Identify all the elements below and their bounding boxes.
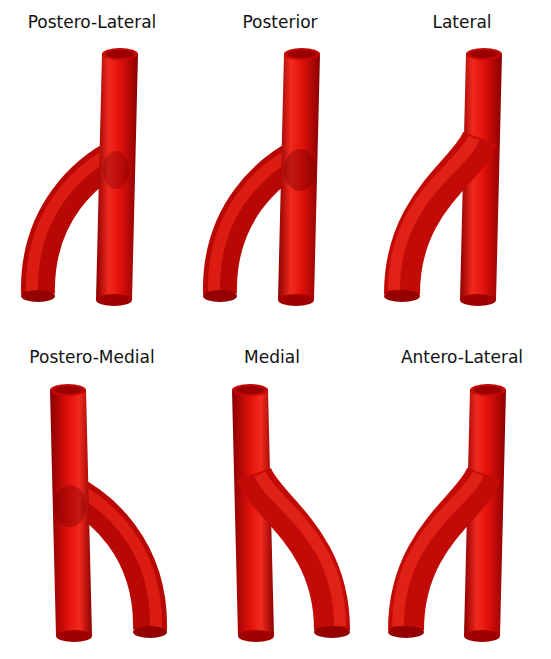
view-label: Lateral: [432, 11, 491, 33]
vessel-figure: [50, 384, 167, 642]
view-label: Postero-Lateral: [28, 11, 157, 33]
view-label: Medial: [244, 346, 300, 368]
vessel-figure: [384, 48, 502, 306]
vessel-figure: [21, 48, 138, 306]
vessel-figure: [232, 384, 350, 642]
vessel-figure: [203, 48, 320, 306]
view-label: Antero-Lateral: [401, 346, 523, 368]
vessel-figure: [388, 384, 506, 642]
view-label: Postero-Medial: [29, 346, 154, 368]
view-label: Posterior: [242, 11, 317, 33]
